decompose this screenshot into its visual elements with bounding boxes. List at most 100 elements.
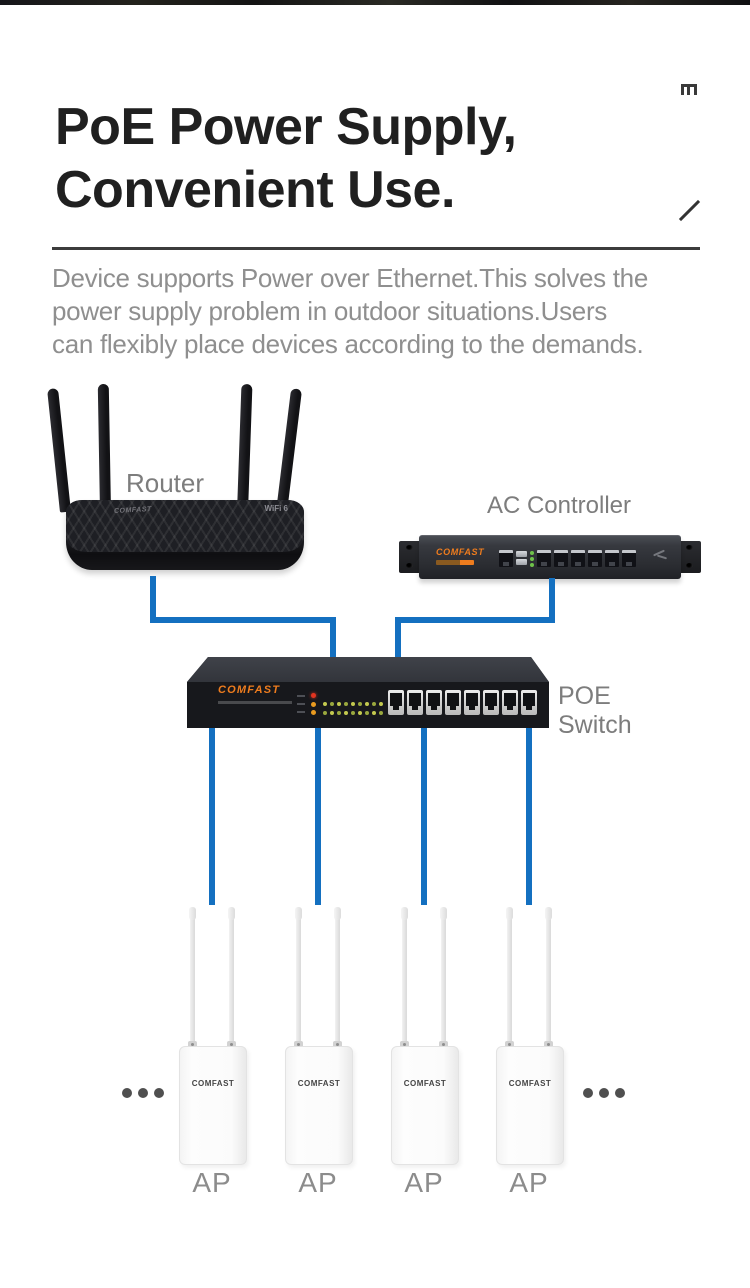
ethernet-port-icon <box>622 550 636 567</box>
cable-to-ap-3 <box>421 726 427 905</box>
ellipsis-right-icon <box>583 1088 593 1098</box>
port-led-icon <box>372 711 376 715</box>
ap-brand-text: COMFAST <box>191 1079 235 1088</box>
access-point-3: COMFAST AP <box>368 905 480 1205</box>
description-line-2: power supply problem in outdoor situatio… <box>52 296 607 326</box>
port-led-icon <box>323 702 327 706</box>
ap-brand-text: COMFAST <box>297 1079 341 1088</box>
ac-controller-device: COMFAST <box>419 535 681 579</box>
cable-ac-down <box>549 578 555 620</box>
status-led-icon <box>311 710 316 715</box>
led-caption <box>297 695 305 697</box>
port-led-icon <box>365 702 369 706</box>
ellipsis-left-icon <box>122 1088 132 1098</box>
ellipsis-left-icon <box>154 1088 164 1098</box>
access-point-2: COMFAST AP <box>262 905 374 1205</box>
quote-mark-icon <box>681 84 697 98</box>
title-divider <box>52 247 700 250</box>
ap-antenna-icon <box>228 907 235 1050</box>
ap-label: AP <box>509 1167 549 1198</box>
port-led-icon <box>358 711 362 715</box>
router-device: COMFAST WiFi 6 <box>66 500 304 570</box>
description-line-1: Device supports Power over Ethernet.This… <box>52 263 648 293</box>
ethernet-port-icon <box>388 690 404 715</box>
ethernet-port-icon <box>502 690 518 715</box>
port-led-icon <box>379 702 383 706</box>
ethernet-port-icon <box>445 690 461 715</box>
ac-port-row <box>499 550 636 567</box>
ap-antenna-base <box>400 1041 409 1049</box>
poe-switch-label: POE Switch <box>558 682 632 739</box>
ap-antenna-base <box>188 1041 197 1049</box>
poe-switch-device: COMFAST <box>185 654 551 730</box>
ethernet-port-icon <box>464 690 480 715</box>
port-led-icon <box>365 711 369 715</box>
cable-router-horizontal <box>150 617 336 623</box>
router-wifi-badge: WiFi 6 <box>264 504 288 513</box>
router-antenna-icon <box>237 383 253 513</box>
router-label: Router <box>125 468 205 498</box>
ap-device-body: COMFAST <box>179 1046 247 1165</box>
cable-to-ap-1 <box>209 726 215 905</box>
switch-top-face <box>187 657 549 682</box>
access-point-4: COMFAST AP <box>473 905 585 1205</box>
ellipsis-right-icon <box>615 1088 625 1098</box>
ethernet-port-icon <box>426 690 442 715</box>
ethernet-port-icon <box>554 550 568 567</box>
ap-device-body: COMFAST <box>496 1046 564 1165</box>
cable-ac-drop <box>395 620 401 662</box>
switch-model-text <box>218 701 292 704</box>
usb-port-icon <box>516 550 527 565</box>
ellipsis-left-icon <box>138 1088 148 1098</box>
status-led-icon <box>311 702 316 707</box>
ap-antenna-icon <box>295 907 302 1050</box>
ap-antenna-base <box>439 1041 448 1049</box>
port-led-icon <box>351 702 355 706</box>
router-top-pattern <box>66 500 304 552</box>
port-led-icon <box>337 702 341 706</box>
switch-port-row <box>388 690 537 715</box>
ap-brand-text: COMFAST <box>403 1079 447 1088</box>
ac-mount-ear <box>679 541 701 573</box>
ellipsis-right-icon <box>599 1088 609 1098</box>
ap-antenna-base <box>227 1041 236 1049</box>
ap-antenna-base <box>333 1041 342 1049</box>
port-led-icon <box>337 711 341 715</box>
port-led-icon <box>372 702 376 706</box>
cable-ac-horizontal <box>395 617 555 623</box>
ethernet-port-icon <box>521 690 537 715</box>
description-line-3: can flexibly place devices according to … <box>52 329 644 359</box>
ap-antenna-icon <box>401 907 408 1050</box>
ac-led-column <box>530 550 534 567</box>
cable-to-ap-2 <box>315 726 321 905</box>
ac-model-badge <box>436 560 474 565</box>
ac-brand-text: COMFAST <box>436 547 485 557</box>
ap-antenna-base <box>505 1041 514 1049</box>
ac-eagle-logo-icon <box>651 548 669 562</box>
ap-antenna-icon <box>189 907 196 1050</box>
ethernet-port-icon <box>588 550 602 567</box>
ap-antenna-icon <box>506 907 513 1050</box>
port-led-icon <box>344 702 348 706</box>
title-line-2: Convenient Use. <box>55 161 455 219</box>
ap-label: AP <box>192 1167 232 1198</box>
cable-to-ap-4 <box>526 726 532 905</box>
port-led-icon <box>330 711 334 715</box>
led-caption <box>297 711 305 713</box>
ethernet-port-icon <box>571 550 585 567</box>
ac-controller-label: AC Controller <box>486 492 632 519</box>
port-led-icon <box>344 711 348 715</box>
port-led-icon <box>330 702 334 706</box>
cable-router-drop <box>330 620 336 662</box>
ap-antenna-icon <box>440 907 447 1050</box>
router-antenna-icon <box>276 388 303 513</box>
ap-antenna-icon <box>545 907 552 1050</box>
port-led-icon <box>323 711 327 715</box>
title-line-1: PoE Power Supply, <box>55 98 517 156</box>
switch-brand-text: COMFAST <box>218 684 281 696</box>
page-title: PoE Power Supply, Convenient Use. <box>55 96 695 222</box>
ac-mount-ear <box>399 541 421 573</box>
ethernet-port-icon <box>537 550 551 567</box>
ap-device-body: COMFAST <box>391 1046 459 1165</box>
